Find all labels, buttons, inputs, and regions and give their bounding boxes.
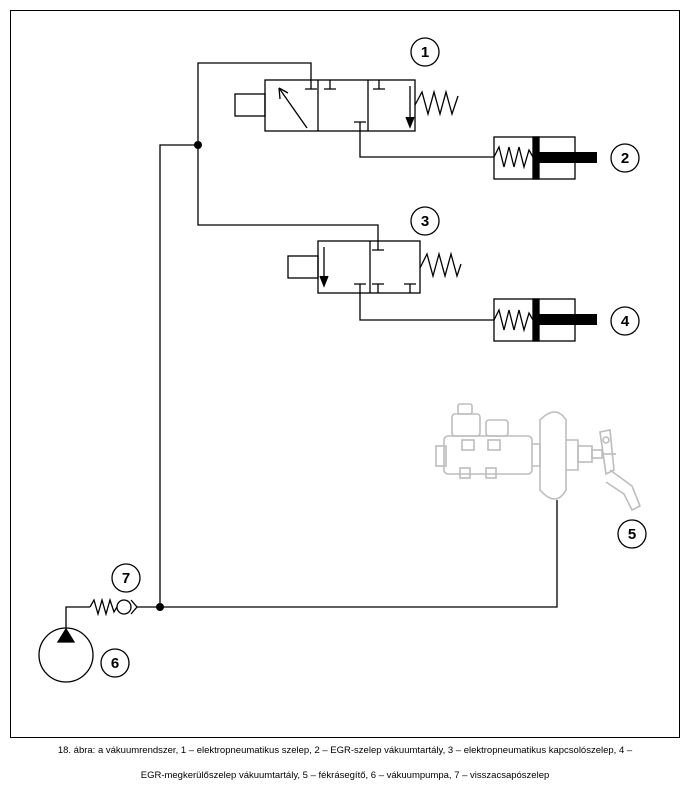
label-3: 3: [421, 213, 429, 230]
label-7: 7: [122, 570, 130, 587]
caption-line-1: 18. ábra: a vákuumrendszer, 1 – elektrop…: [57, 745, 633, 756]
vacuum-pump: [38, 627, 94, 683]
valve-1: [234, 79, 459, 132]
label-circle-1: [410, 37, 440, 67]
label-circle-7: [111, 563, 141, 593]
tank-2-egr-vacuum-tank: [493, 136, 597, 180]
brake-booster: [435, 403, 642, 512]
pipe-valve3-to-tank4: [359, 293, 494, 321]
pipe-to-valve-3: [197, 145, 379, 241]
valve-3: [287, 240, 462, 294]
label-circle-4: [610, 306, 640, 336]
label-circle-5: [617, 519, 647, 549]
label-circle-6: [100, 648, 130, 678]
label-6: 6: [111, 655, 119, 672]
label-circle-3: [410, 206, 440, 236]
label-circle-2: [610, 143, 640, 173]
vacuum-system-diagram: 1 2 3 4 5 6 7: [38, 37, 647, 683]
label-1: 1: [421, 44, 429, 61]
check-valve: [89, 597, 138, 617]
diagram-frame: [10, 10, 680, 738]
caption-line-2: EGR-megkerülőszelep vákuumtartály, 5 – f…: [140, 770, 550, 781]
label-2: 2: [621, 150, 629, 167]
pipe-to-valve-1: [197, 62, 312, 145]
pipe-valve1-to-tank2: [359, 131, 494, 158]
pipe-main-vertical: [159, 144, 198, 607]
tank-4-egr-bypass-vacuum-tank: [493, 298, 597, 342]
pipe-bottom: [137, 500, 558, 608]
junction-dot-lower: [156, 603, 164, 611]
pipe-pump-to-check: [65, 606, 90, 628]
label-5: 5: [628, 526, 636, 543]
junction-dot-upper: [194, 141, 202, 149]
label-4: 4: [621, 313, 630, 330]
